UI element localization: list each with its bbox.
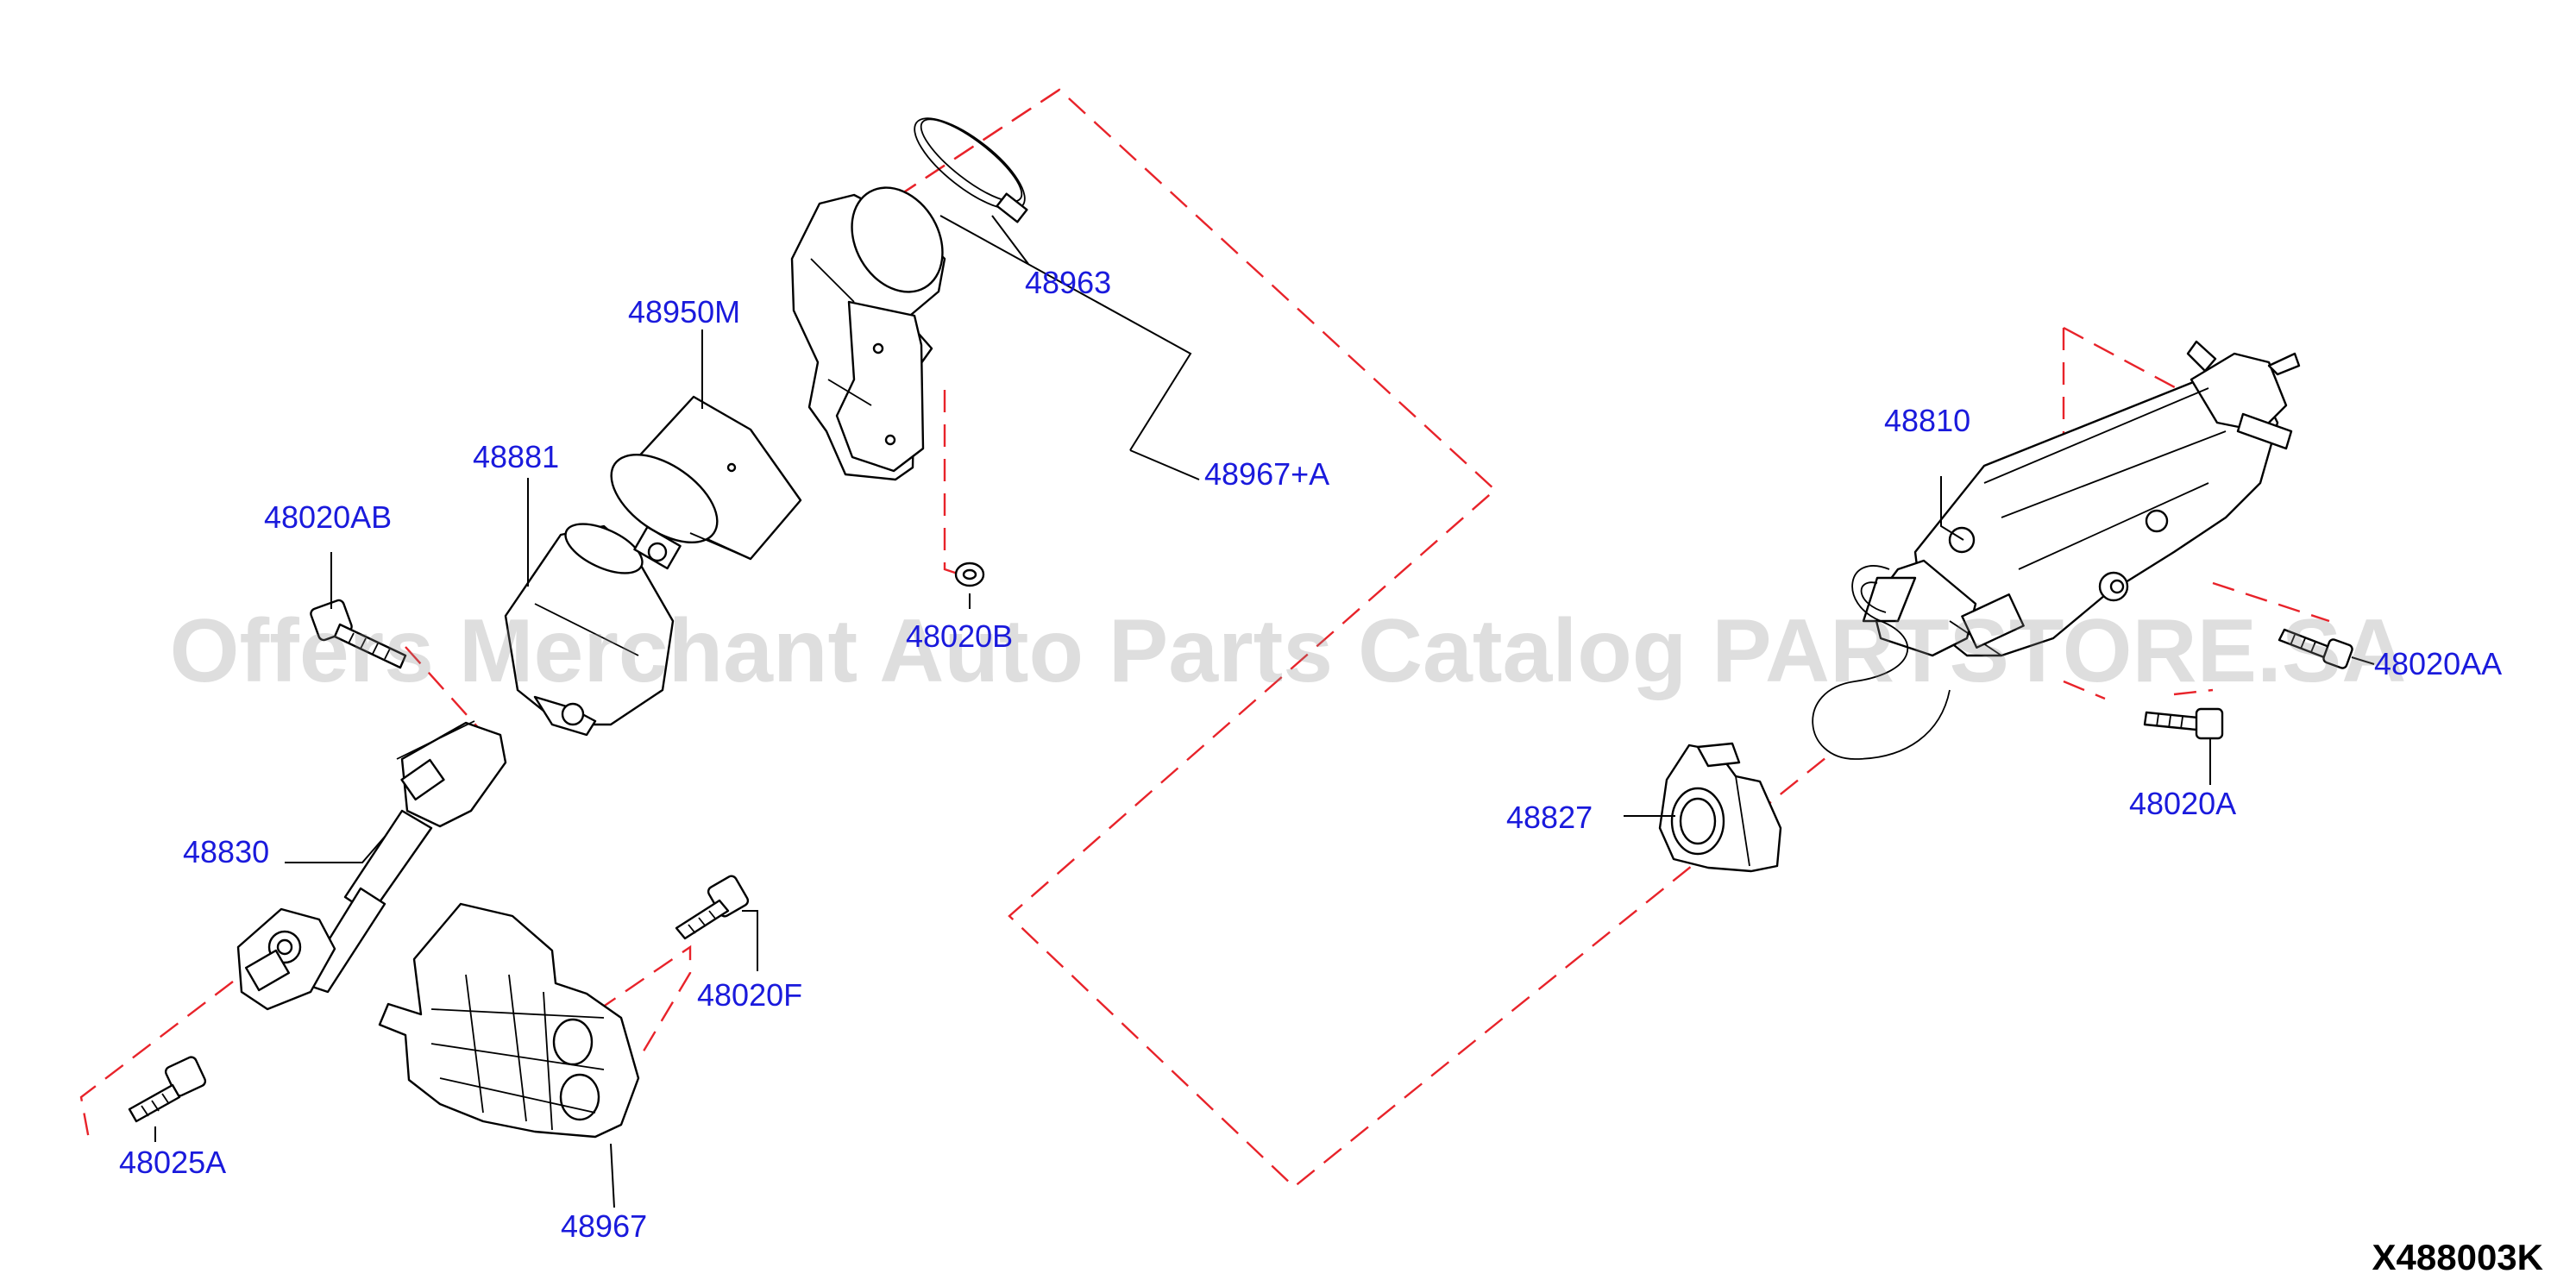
label-48810[interactable]: 48810	[1884, 403, 1970, 438]
part-48020AA-bolt[interactable]	[2278, 628, 2353, 669]
label-48881[interactable]: 48881	[473, 439, 559, 474]
part-48950M-tube[interactable]	[596, 395, 802, 561]
part-48967A-upper-cover[interactable]	[790, 172, 961, 481]
part-labels: 48963 48950M 48967+A 48881 48020AB 48020…	[119, 265, 2502, 1244]
leader-lines	[154, 215, 2375, 1208]
part-48963-clamp[interactable]	[902, 104, 1037, 224]
part-48827-key-cylinder[interactable]	[1658, 742, 1782, 873]
label-48025A[interactable]: 48025A	[119, 1145, 226, 1180]
part-48020F-bolt[interactable]	[675, 875, 750, 940]
part-48830-lower-shaft[interactable]	[236, 720, 507, 1011]
label-48967[interactable]: 48967	[561, 1208, 647, 1244]
label-48830[interactable]: 48830	[183, 834, 269, 869]
part-48020A-bolt[interactable]	[2143, 707, 2224, 740]
part-48020B-washer[interactable]	[954, 562, 985, 587]
label-48020AA[interactable]: 48020AA	[2374, 646, 2502, 681]
label-48967A[interactable]: 48967+A	[1204, 456, 1329, 492]
diagram-code: X488003K	[2372, 1237, 2544, 1277]
part-48810-steering-column[interactable]	[1812, 340, 2301, 760]
part-48881-motor[interactable]	[504, 514, 682, 737]
label-48963[interactable]: 48963	[1025, 265, 1111, 300]
part-48967-lower-cover[interactable]	[378, 902, 640, 1139]
label-48950M[interactable]: 48950M	[628, 294, 740, 329]
assembly-dashed-lines	[79, 88, 2330, 1189]
label-48020A[interactable]: 48020A	[2129, 786, 2236, 821]
part-48020AB-bolt[interactable]	[310, 599, 407, 669]
label-48827[interactable]: 48827	[1506, 800, 1593, 835]
label-48020AB[interactable]: 48020AB	[264, 499, 392, 535]
part-48025A-bolt[interactable]	[128, 1056, 207, 1123]
label-48020F[interactable]: 48020F	[697, 977, 802, 1013]
watermark-text: Offers Merchant Auto Parts Catalog PARTS…	[170, 601, 2407, 701]
label-48020B[interactable]: 48020B	[906, 618, 1013, 654]
